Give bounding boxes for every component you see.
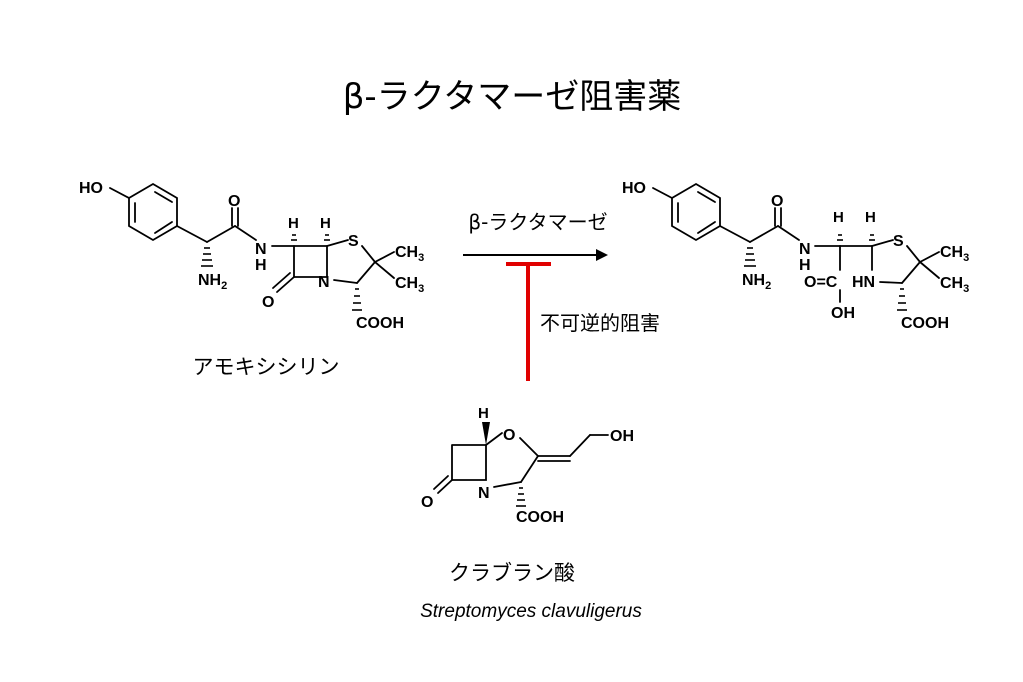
amide-n: N — [255, 241, 267, 258]
hydroxyl-label: HO — [79, 180, 103, 197]
svg-text:COOH: COOH — [901, 315, 949, 332]
penicilloic-acid-structure: HO O N H NH2 H H O=C OH S — [622, 180, 969, 332]
methyl-2: CH3 — [395, 275, 424, 295]
clavulanic-acid-label: クラブラン酸 — [449, 561, 575, 585]
svg-text:H: H — [320, 215, 331, 232]
svg-text:HO: HO — [622, 180, 646, 197]
svg-text:NH2: NH2 — [742, 272, 771, 292]
svg-text:H: H — [288, 215, 299, 232]
source-organism: Streptomyces clavuligerus — [420, 601, 642, 622]
svg-text:N: N — [478, 485, 490, 502]
inhibition-label: 不可逆的阻害 — [540, 311, 660, 335]
carbonyl-oxygen: O — [228, 193, 240, 210]
stereo-wedge — [482, 422, 490, 445]
svg-text:H: H — [833, 209, 844, 226]
opened-hydroxyl: OH — [831, 305, 855, 322]
amine-label: NH2 — [198, 272, 227, 292]
amoxicillin-label: アモキシシリン — [193, 355, 340, 379]
sulfur-label: S — [348, 233, 359, 250]
amide-h: H — [255, 257, 267, 274]
svg-text:S: S — [893, 233, 904, 250]
arrow-head — [596, 249, 608, 261]
svg-text:OH: OH — [610, 428, 634, 445]
amoxicillin-structure: HO O N H NH2 O — [79, 180, 424, 332]
lactam-oxygen: O — [262, 294, 274, 311]
svg-text:N: N — [799, 241, 811, 258]
svg-text:CH3: CH3 — [940, 244, 969, 264]
methyl-1: CH3 — [395, 244, 424, 264]
clavulanic-acid-structure: N O H O OH COOH — [421, 405, 634, 526]
svg-text:O: O — [421, 494, 433, 511]
svg-text:CH3: CH3 — [940, 275, 969, 295]
svg-text:H: H — [865, 209, 876, 226]
svg-text:O: O — [771, 193, 783, 210]
slide-title: β-ラクタマーゼ阻害薬 — [343, 77, 682, 117]
opened-carbonyl: O=C — [804, 274, 838, 291]
ring-nh: HN — [852, 274, 875, 291]
product-benzene-ring — [671, 182, 721, 242]
enzyme-label: β-ラクタマーゼ — [468, 210, 607, 234]
thiazolidine-n: N — [318, 274, 330, 291]
benzene-ring — [128, 182, 178, 242]
carboxyl-label: COOH — [356, 315, 404, 332]
svg-text:O: O — [503, 427, 515, 444]
svg-text:COOH: COOH — [516, 509, 564, 526]
svg-text:H: H — [799, 257, 811, 274]
svg-text:H: H — [478, 405, 489, 422]
